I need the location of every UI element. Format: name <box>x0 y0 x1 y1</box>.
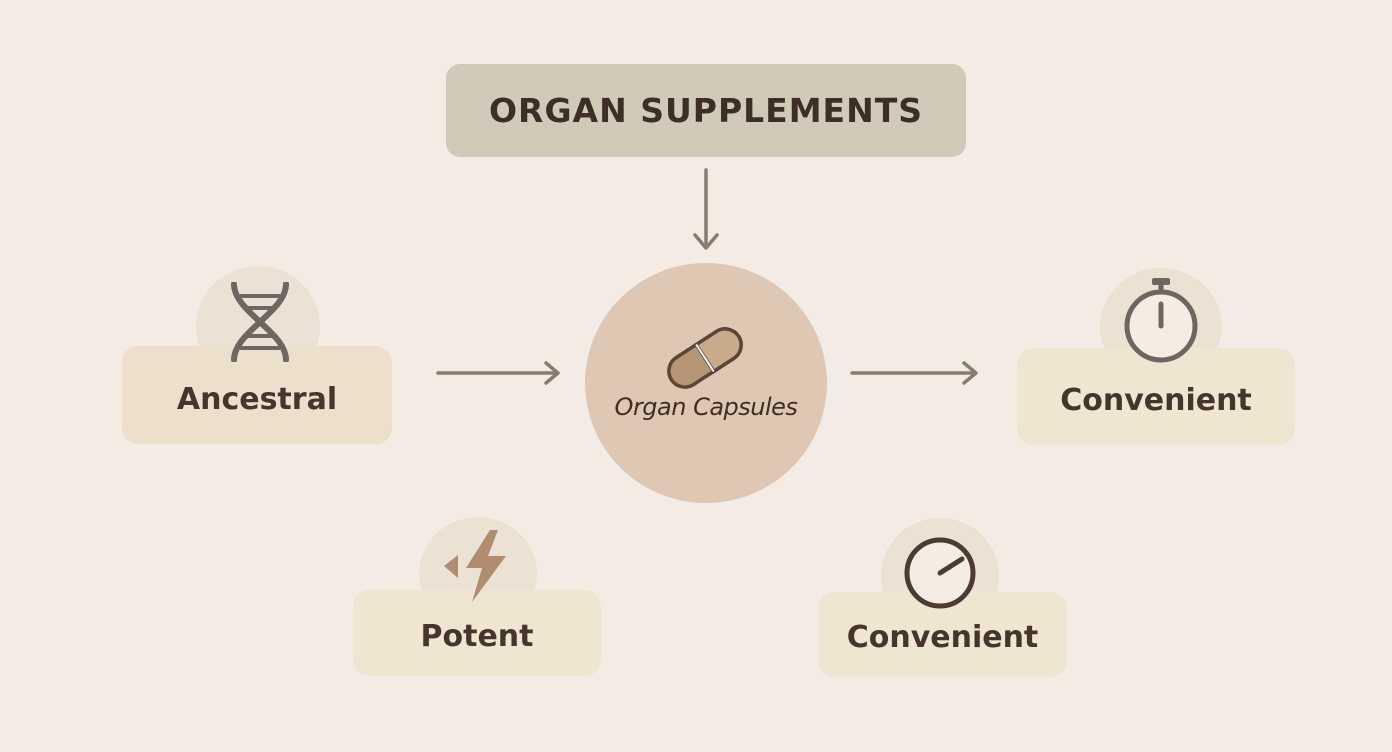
diagram-title: ORGAN SUPPLEMENTS <box>489 91 923 130</box>
title-box: ORGAN SUPPLEMENTS <box>446 64 966 157</box>
convenient-right-label: Convenient <box>1060 383 1252 418</box>
clock-icon <box>904 537 976 609</box>
capsule-icon <box>667 327 743 389</box>
arrow-down <box>693 168 719 250</box>
convenient-right-card: Convenient <box>1017 348 1295 445</box>
stopwatch-icon <box>1124 278 1198 363</box>
arrow-left-to-center <box>436 361 560 385</box>
lightning-icon <box>444 530 506 602</box>
potent-label: Potent <box>420 618 534 654</box>
center-node-circle <box>585 263 827 503</box>
dna-icon <box>231 282 289 362</box>
convenient-bottom-label: Convenient <box>846 620 1039 655</box>
center-node-label: Organ Capsules <box>614 393 798 421</box>
ancestral-card: Ancestral <box>122 346 392 444</box>
ancestral-label: Ancestral <box>176 381 338 417</box>
arrow-center-to-right <box>850 361 978 385</box>
potent-card: Potent <box>353 590 601 676</box>
